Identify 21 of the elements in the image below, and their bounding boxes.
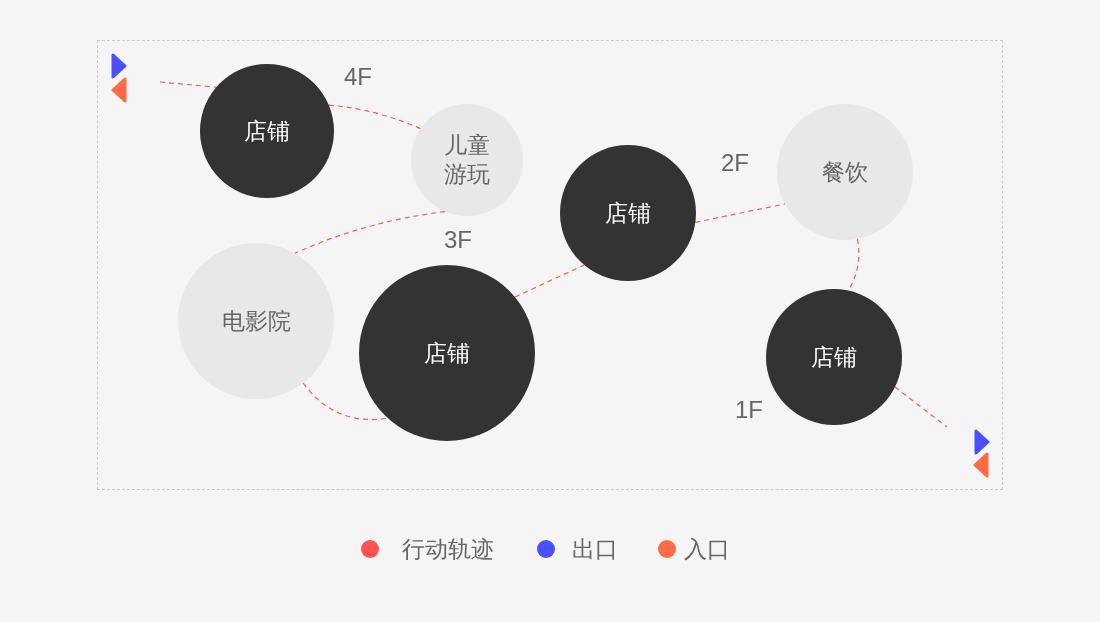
store-circle: 店铺: [359, 265, 535, 441]
floor-label: 3F: [444, 226, 472, 254]
store-circle: 店铺: [560, 145, 696, 281]
route-line: [694, 203, 786, 223]
route-line: [328, 104, 422, 130]
area-circle: 儿童游玩: [411, 104, 523, 216]
legend-text: 行动轨迹: [402, 535, 494, 563]
area-circle: 电影院: [178, 243, 334, 399]
route-line: [159, 81, 217, 88]
area-circle: 餐饮: [777, 104, 913, 240]
floor-label: 4F: [344, 63, 372, 91]
store-circle: 店铺: [200, 64, 334, 198]
route-line: [894, 386, 948, 428]
route-line: [302, 382, 389, 421]
legend-text: 出口: [572, 535, 618, 563]
route-line: [294, 211, 446, 254]
floor-label: 1F: [735, 396, 763, 424]
legend-text: 入口: [684, 535, 730, 563]
store-circle: 店铺: [766, 289, 902, 425]
route-line: [514, 264, 585, 298]
floor-label: 2F: [721, 149, 749, 177]
